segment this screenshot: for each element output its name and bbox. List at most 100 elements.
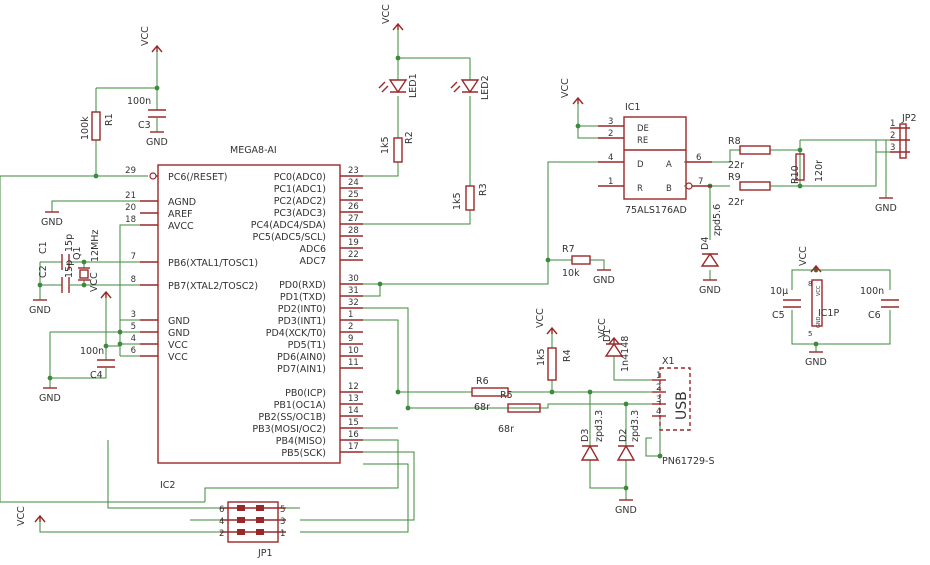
vcc-arrow-icon [34,514,46,523]
gnd-label: GND [615,505,637,516]
vcc-label: VCC [597,318,608,338]
ic2-pin-name: VCC [168,340,188,351]
resistor-r3-body [465,185,475,211]
c4-value: 100n [80,346,104,357]
c3-value: 100n [127,96,151,107]
jp1-pin-5: 5 [280,505,285,515]
ic2-pin-number: 22 [348,250,359,260]
ic2-pin-name: PD2(INT0) [278,304,326,315]
ic2-pin-name: PC4(ADC4/SDA) [251,220,326,231]
ic2-pin-name: VCC [168,352,188,363]
ic2-pin-name: PD3(INT1) [278,316,326,327]
ic2-pin-name: PD6(AIN0) [277,352,326,363]
x1-pin-3: 3 [656,395,661,405]
junctions [37,55,819,491]
q1-value: 12MHz [90,230,101,262]
resistor-r1-body [91,111,101,141]
r6-ref: R6 [476,376,489,387]
vcc-arrow-icon [392,22,404,31]
ic1-name: 75ALS176AD [625,205,687,216]
c3-ref: C3 [138,120,151,131]
b-invert-bubble [685,182,693,190]
ic1-power-block: 8 5 VCC GND IC1P [808,279,839,338]
r4-ref: R4 [562,349,573,362]
led2-ref: LED2 [480,75,491,100]
ic2-pin-name: PD5(T1) [288,340,326,351]
r6-value: 68r [474,402,490,413]
jp2-ref: JP2 [901,113,917,124]
ic2-pin-number: 7 [131,252,136,262]
ic2-pin-name: GND [168,328,190,339]
ic2-pin-name: AREF [168,209,193,220]
r8-value: 22r [728,160,744,171]
ic2-pin-name: ADC7 [300,256,327,267]
ic2-pin-number: 30 [348,274,359,284]
d2-value: zpd3.3 [630,410,641,442]
reset-invert-bubble [149,172,157,180]
r3-value: 1k5 [452,192,463,210]
r10-value: 120r [814,160,825,182]
vcc-arrow-icon [608,336,620,345]
r1-value: 100k [80,116,91,140]
vcc-label: VCC [560,78,571,98]
jp2-header: 1 2 3 JP2 [890,113,917,159]
ic2-pin-number: 27 [348,214,359,224]
c4-ref: C4 [90,370,103,381]
d3-value: zpd3.3 [594,410,605,442]
ic1p-ref: IC1P [818,308,839,319]
ic2-ref: IC2 [160,480,175,491]
ic2-pin-number: 20 [125,203,136,213]
vcc-label: VCC [140,26,151,46]
ic1p-gnd-label: GND [816,316,822,328]
jp2-pin-1: 1 [890,119,895,129]
r9-value: 22r [728,197,744,208]
ic2-pin-name: PB6(XTAL1/TOSC1) [168,258,258,269]
ic2-pin-number: 19 [348,238,359,248]
gnd-label: GND [41,217,63,228]
vcc-label: VCC [535,308,546,328]
ic2-pin-name: PB5(SCK) [281,448,326,459]
c2-value: 15p [64,260,75,278]
ic1-transceiver: IC1 75ALS176AD DE RE D R A B 3 2 4 1 6 7 [598,102,712,216]
power-symbols: VCCVCCVCCVCCVCCVCCVCCVCCGNDGNDGNDGNDGNDG… [16,4,897,526]
c6-value: 100n [860,286,884,297]
c5-value: 10µ [770,286,788,297]
ic1-pin-num-3: 3 [608,117,613,127]
r8-ref: R8 [728,136,741,147]
ic2-pin-number: 24 [348,178,359,188]
ic1p-pin-bottom: 5 [808,330,812,338]
r9-ref: R9 [728,172,741,183]
resistor-r10-body [795,153,805,181]
ic1-pin-a: A [666,160,672,170]
resistor-r4-body [547,347,557,381]
ic2-pin-name: PD0(RXD) [279,280,326,291]
crystal-q1: Q1 12MHz [72,230,101,281]
ic2-pin-name: AGND [168,197,196,208]
ic2-pin-name: PB2(SS/OC1B) [258,412,326,423]
jp1-pin-1: 1 [280,529,285,539]
ic1-ref: IC1 [625,102,640,113]
jp1-pin-2: 2 [219,529,224,539]
r2-value: 1k5 [380,136,391,154]
jp2-pin-3: 3 [890,143,895,153]
resistor-r7-body [571,255,591,265]
ic2-pin-number: 5 [131,322,136,332]
c1-value: 15p [64,234,75,252]
capacitors: 100n C3 C1 15p C2 15p 100n C4 10µ C5 100… [38,96,899,381]
ic1-pin-num-7: 7 [698,177,703,187]
gnd-label: GND [699,285,721,296]
ic2-pin-number: 8 [131,275,136,285]
d2-ref: D2 [618,429,629,442]
vcc-arrow-icon [572,96,584,105]
gnd-label: GND [39,393,61,404]
vcc-arrow-icon [546,326,558,335]
diodes: D1 1n4148 D2 zpd3.3 D3 zpd3.3 D4 zpd5.6 [580,204,723,461]
ic2-pin-number: 14 [348,406,359,416]
d4-value: zpd5.6 [712,204,723,236]
vcc-arrow-icon [151,44,163,53]
usb-connector-x1: 1 2 3 4 X1 USB PN61729-S [652,356,715,467]
ic2-pin-name: PB1(OC1A) [274,400,326,411]
ic2-pin-number: 15 [348,418,359,428]
jp1-pin-4: 4 [219,517,224,527]
